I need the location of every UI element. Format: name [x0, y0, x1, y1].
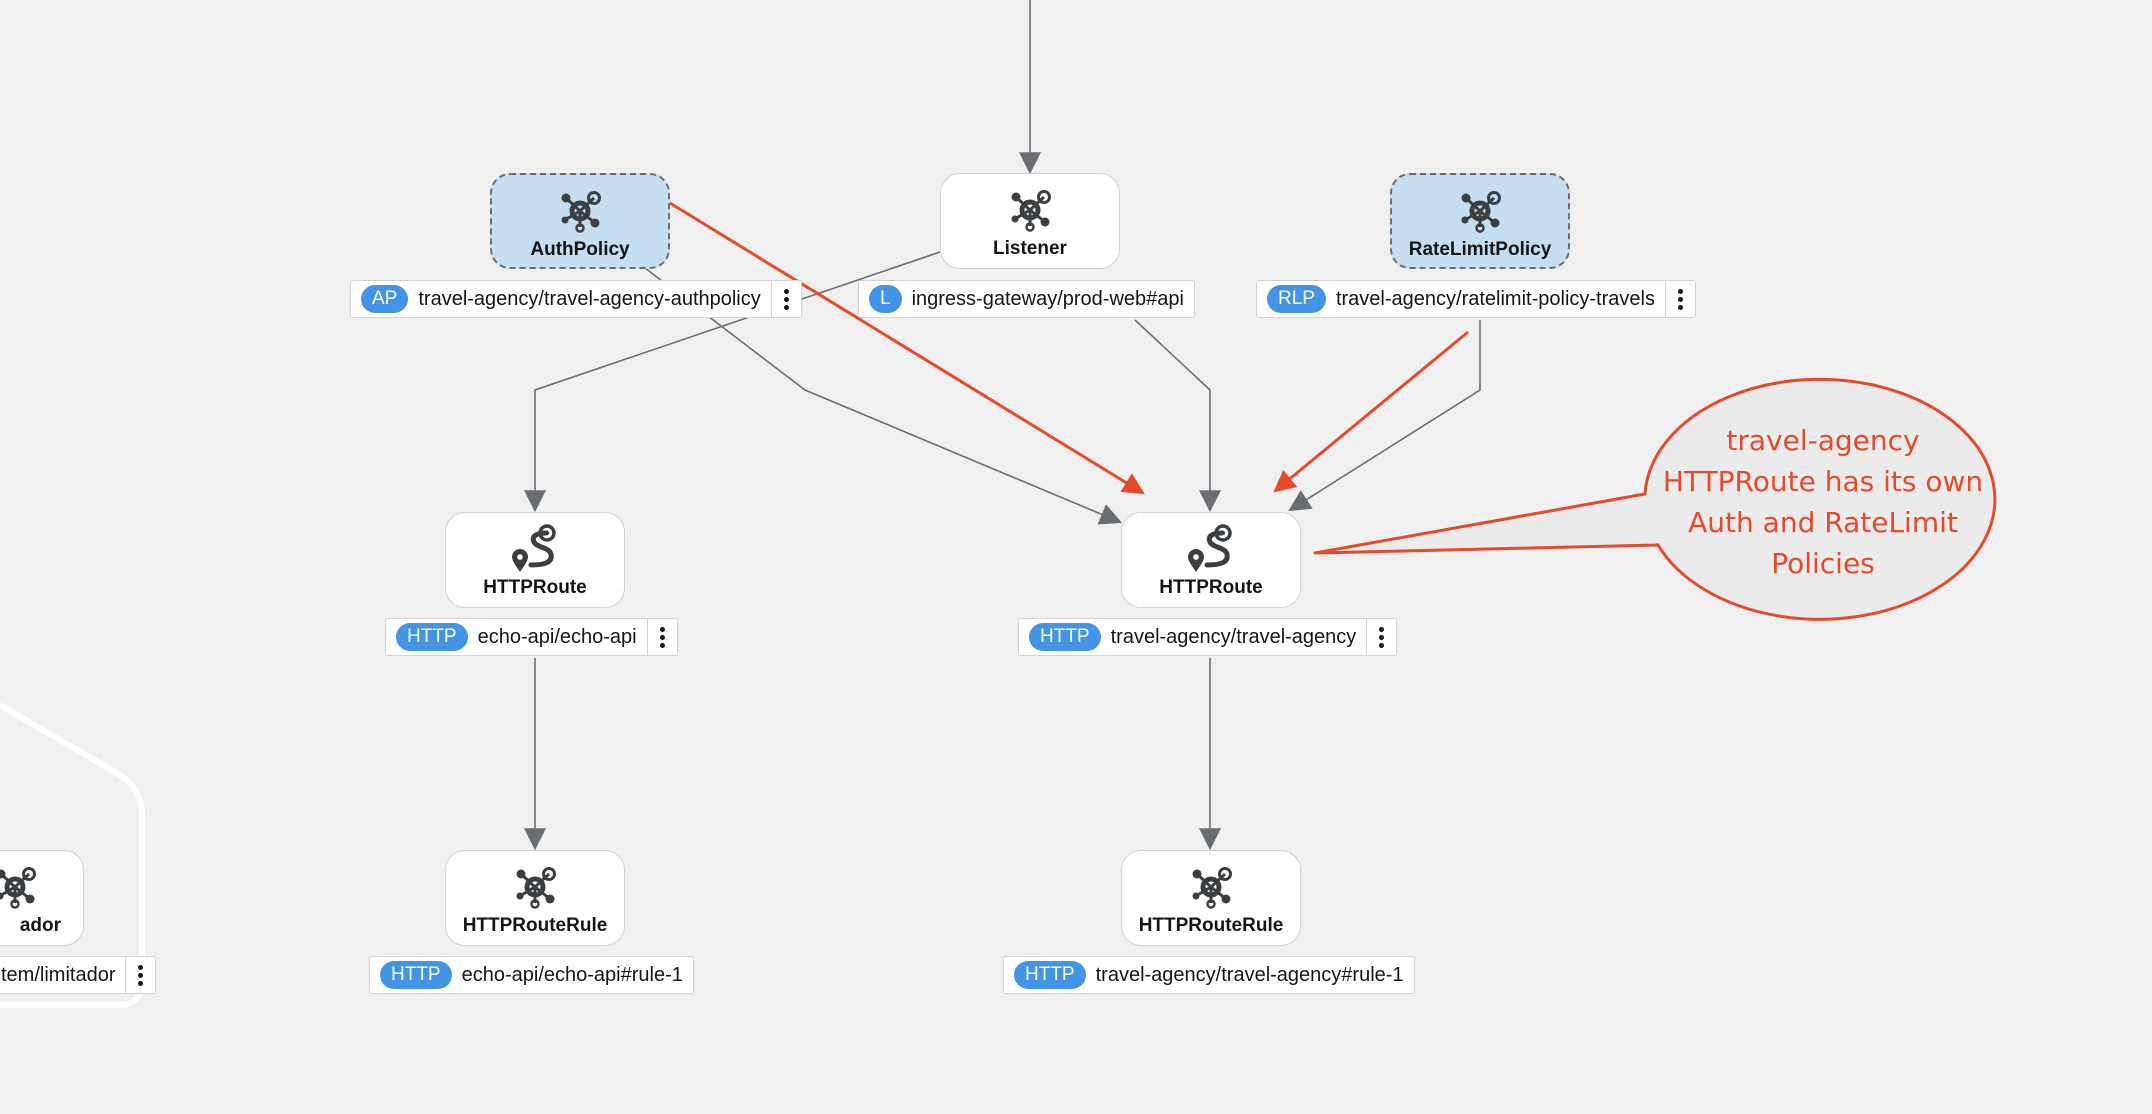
httproute-echo-label[interactable]: HTTP echo-api/echo-api: [385, 618, 678, 656]
annotation-arrow-authpolicy: [664, 198, 1145, 495]
resource-name: ingress-gateway/prod-web#api: [911, 287, 1184, 310]
callout-line: travel-agency: [1726, 424, 1920, 457]
hub-icon: [1002, 182, 1058, 238]
httproute-echo-node[interactable]: HTTPRoute: [445, 512, 625, 608]
node-title: RateLimitPolicy: [1408, 239, 1552, 260]
listener-node[interactable]: Listener: [940, 173, 1120, 269]
ratelimitpolicy-label[interactable]: RLP travel-agency/ratelimit-policy-trave…: [1256, 280, 1696, 318]
kebab-menu-icon[interactable]: [646, 619, 677, 655]
httprouterule-echo-label[interactable]: HTTP echo-api/echo-api#rule-1: [369, 956, 694, 994]
kebab-menu-icon[interactable]: [1366, 619, 1396, 655]
resource-name: echo-api/echo-api: [477, 625, 637, 648]
ratelimitpolicy-node[interactable]: RateLimitPolicy: [1390, 173, 1570, 269]
kebab-menu-icon[interactable]: [770, 281, 801, 317]
resource-name: travel-agency/travel-agency: [1110, 625, 1357, 648]
callout-line: HTTPRoute has its own: [1662, 465, 1984, 498]
node-title: Listener: [993, 238, 1067, 259]
route-icon: [1183, 521, 1239, 577]
httprouterule-travel-node[interactable]: HTTPRouteRule: [1121, 850, 1301, 946]
kind-badge: HTTP: [396, 623, 468, 651]
authpolicy-node[interactable]: AuthPolicy: [490, 173, 670, 269]
kind-badge: L: [869, 285, 902, 313]
kind-badge: RLP: [1267, 285, 1326, 313]
resource-name: tem/limitador: [1, 963, 116, 986]
callout-line: Policies: [1771, 547, 1875, 580]
node-title: HTTPRoute: [483, 577, 587, 598]
node-title: HTTPRoute: [1159, 577, 1263, 598]
hub-icon: [507, 859, 563, 915]
hub-icon: [0, 859, 43, 915]
listener-label[interactable]: L ingress-gateway/prod-web#api: [858, 280, 1195, 318]
resource-name: travel-agency/travel-agency#rule-1: [1095, 963, 1404, 986]
resource-name: travel-agency/travel-agency-authpolicy: [418, 287, 761, 310]
resource-name: echo-api/echo-api#rule-1: [461, 963, 683, 986]
limitador-node[interactable]: ador: [0, 850, 84, 946]
hub-icon: [552, 183, 608, 239]
authpolicy-label[interactable]: AP travel-agency/travel-agency-authpolic…: [350, 280, 802, 318]
hub-icon: [1452, 183, 1508, 239]
node-title: ador: [19, 915, 61, 936]
callout-bubble: [1313, 377, 1997, 621]
node-title: AuthPolicy: [530, 239, 630, 260]
annotation-arrow-ratelimit: [1273, 330, 1469, 493]
route-icon: [507, 521, 563, 577]
node-title: HTTPRouteRule: [1138, 915, 1284, 936]
kebab-menu-icon[interactable]: [1664, 281, 1695, 317]
kind-badge: HTTP: [380, 961, 452, 989]
edge-ratelimit-to-httproute-travel: [1288, 320, 1481, 512]
node-title: HTTPRouteRule: [462, 915, 608, 936]
edge-listener-to-httproute-echo: [524, 251, 941, 513]
limitador-label[interactable]: tem/limitador: [0, 956, 157, 994]
httproute-travel-node[interactable]: HTTPRoute: [1121, 512, 1301, 608]
httproute-travel-label[interactable]: HTTP travel-agency/travel-agency: [1018, 618, 1398, 656]
httprouterule-echo-node[interactable]: HTTPRouteRule: [445, 850, 625, 946]
callout-text: travel-agency HTTPRoute has its own Auth…: [1648, 420, 1998, 584]
resource-name: travel-agency/ratelimit-policy-travels: [1335, 287, 1655, 310]
httprouterule-travel-label[interactable]: HTTP travel-agency/travel-agency#rule-1: [1003, 956, 1415, 994]
kind-badge: HTTP: [1014, 961, 1086, 989]
hub-icon: [1183, 859, 1239, 915]
callout-line: Auth and RateLimit: [1688, 506, 1958, 539]
kebab-menu-icon[interactable]: [125, 957, 155, 993]
edge-listener-to-httproute-travel: [1134, 319, 1221, 513]
kind-badge: HTTP: [1029, 623, 1101, 651]
group-boundary: [0, 702, 145, 1008]
kind-badge: AP: [361, 285, 409, 313]
